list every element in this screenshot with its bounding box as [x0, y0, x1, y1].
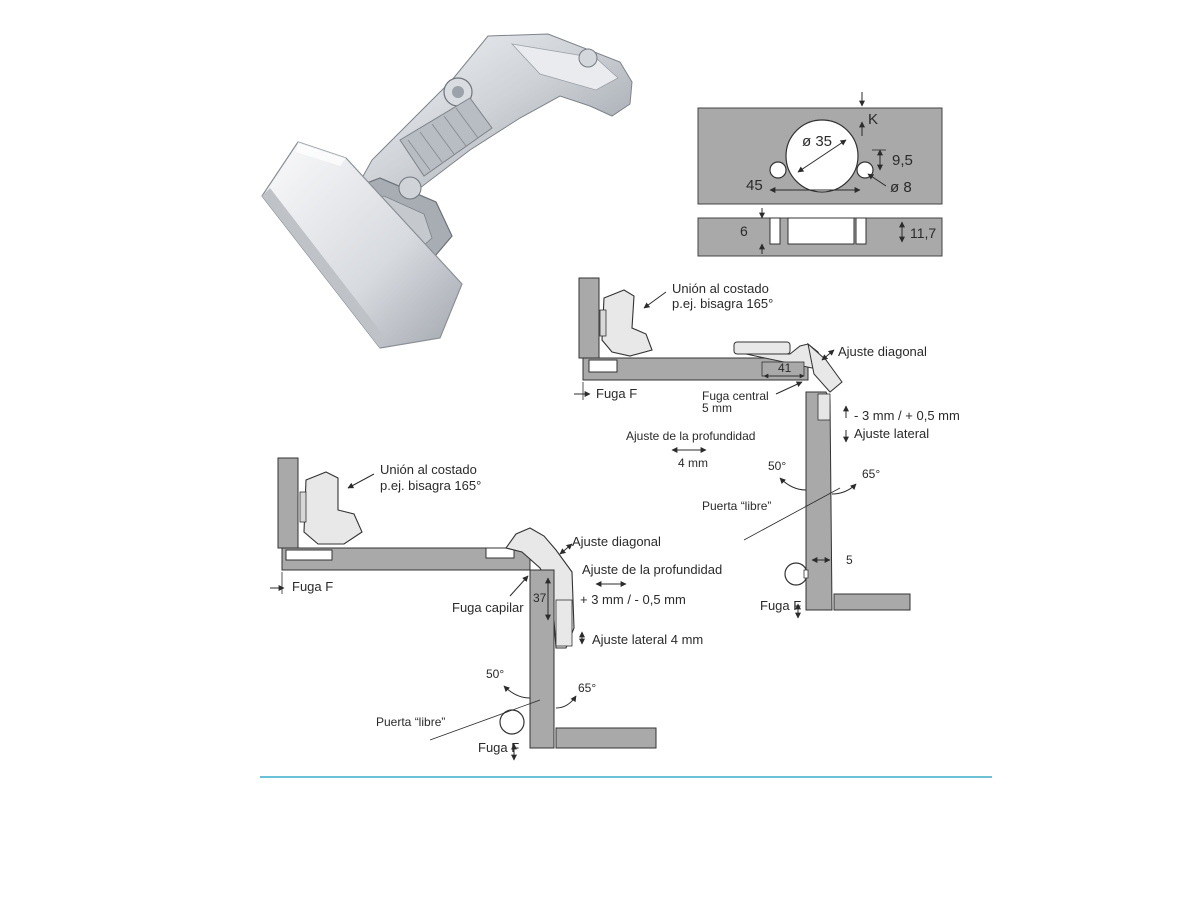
- top-lateral-range: - 3 mm / + 0,5 mm: [854, 408, 960, 423]
- top-depth-adjust: Ajuste de la profundidad: [626, 429, 755, 443]
- bottom-angle-50: 50°: [486, 667, 504, 681]
- hinge-photo: [261, 33, 633, 349]
- top-central-gap-line1: Fuga central: [702, 389, 769, 403]
- bottom-fuga-bottom: Fuga F: [478, 740, 519, 755]
- bottom-diagonal-adjust: Ajuste diagonal: [572, 534, 661, 549]
- dim-45: 45: [746, 177, 763, 194]
- top-fuga-f: Fuga F: [596, 386, 637, 401]
- dim-hole-diameter: ø 8: [890, 179, 912, 196]
- top-fuga-bottom: Fuga F: [760, 598, 801, 613]
- bottom-dim-37: 37: [533, 591, 547, 605]
- dim-cup-diameter: ø 35: [802, 133, 832, 150]
- top-angle-50: 50°: [768, 459, 786, 473]
- top-lateral-adjust: Ajuste lateral: [854, 426, 929, 441]
- bottom-depth-adjust: Ajuste de la profundidad: [582, 562, 722, 577]
- bottom-lateral-adjust: Ajuste lateral 4 mm: [592, 632, 703, 647]
- dim-11-7: 11,7: [910, 225, 936, 241]
- top-angle-65: 65°: [862, 467, 880, 481]
- bottom-free-door: Puerta “libre”: [376, 715, 445, 729]
- bottom-depth-range: + 3 mm / - 0,5 mm: [580, 592, 686, 607]
- bottom-side-joint-line2: p.ej. bisagra 165°: [380, 478, 481, 493]
- top-central-gap-line2: 5 mm: [702, 401, 732, 415]
- bottom-installation-diagram: 37 Unión al costado p.ej. bisagra 165° A…: [270, 457, 722, 761]
- top-side-joint-line2: p.ej. bisagra 165°: [672, 296, 773, 311]
- top-dim-41: 41: [778, 361, 792, 375]
- dim-6: 6: [740, 223, 748, 239]
- top-depth-value: 4 mm: [678, 456, 708, 470]
- bottom-fuga-f: Fuga F: [292, 579, 333, 594]
- bottom-capillary-gap: Fuga capilar: [452, 600, 524, 615]
- top-free-door: Puerta “libre”: [702, 499, 771, 513]
- top-diagonal-adjust: Ajuste diagonal: [838, 344, 927, 359]
- bottom-angle-65: 65°: [578, 681, 596, 695]
- top-dim-5: 5: [846, 553, 853, 567]
- drilling-diagram: ø 35 K 45 9,5 ø 8 6 11,7: [697, 92, 943, 257]
- bottom-side-joint-line1: Unión al costado: [380, 462, 477, 477]
- top-side-joint-line1: Unión al costado: [672, 281, 769, 296]
- left-screw-hole: [769, 161, 787, 179]
- top-installation-diagram: 41 Unión al costado p.ej. bisagra 165° A…: [574, 277, 960, 619]
- dim-9-5: 9,5: [892, 152, 913, 169]
- dim-k: K: [868, 111, 878, 128]
